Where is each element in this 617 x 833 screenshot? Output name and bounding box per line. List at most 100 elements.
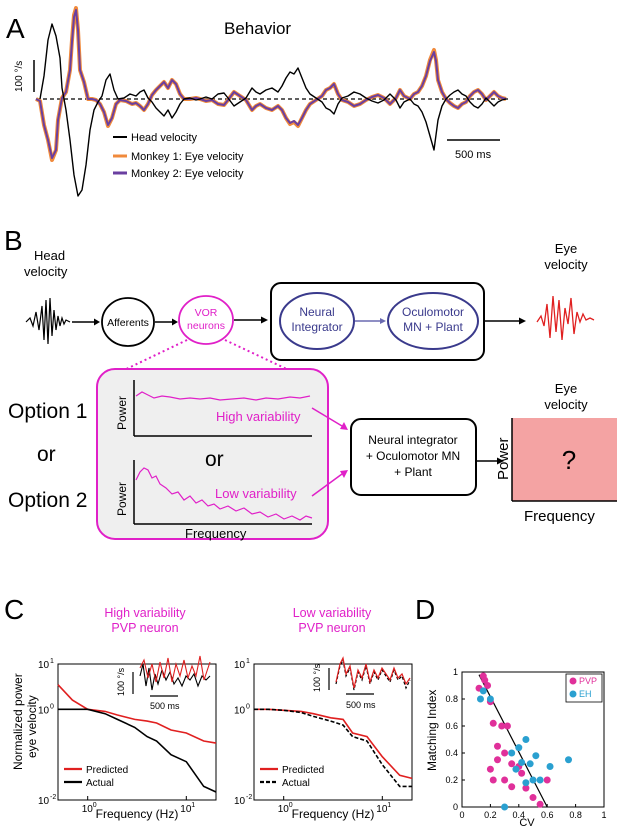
c-right-series-actual [254,708,412,788]
d-point-pvp [508,760,516,768]
right-chart-title-1: Low variability [293,606,372,620]
arrowhead-integrator-to-output [497,457,504,465]
d-point-pvp [498,722,506,730]
d-point-pvp [503,722,511,730]
legend-head-label: Head velocity [131,132,198,144]
d-point-eh [508,749,516,757]
c-right-inset-predicted [335,656,411,689]
oculomotor-label-1: Oculomotor [402,305,464,319]
d-xtick-label: 0.6 [541,810,554,820]
c-right-xtick-exp: 0 [289,802,293,809]
d-legend-eh: EH [579,689,592,699]
c-left-frame [57,663,217,801]
head-velocity-label-1: Head [34,248,65,263]
arrowhead-integrator-to-mn [380,318,386,324]
d-point-pvp [481,676,489,684]
eye-velocity-top-label-1: Eye [555,241,577,256]
d-point-pvp [518,769,526,777]
d-point-pvp [489,776,497,784]
arrowhead-afferents-to-vor [172,318,178,326]
head-velocity-signal [25,297,71,345]
d-point-pvp [494,742,501,750]
panel-a-yscale-label: 100 °/s [14,61,25,92]
panel-b-letter: B [4,225,23,256]
lv-spectrum [135,467,313,521]
d-point-pvp [501,749,509,757]
arrow-lv-to-integrator [311,473,343,497]
c-left-xtick-label: 10 [82,804,94,815]
d-xtick-label: 0.8 [569,810,582,820]
d-point-eh [476,695,484,703]
d-point-eh [565,756,572,764]
c-left-ytick-exp: 0 [50,703,54,710]
c-left-inset-xscale: 500 ms [150,701,180,711]
d-point-pvp [522,784,530,792]
c-left-inset-predicted [139,655,211,683]
hv-label: High variability [216,409,301,424]
d-point-eh [522,779,530,787]
oculomotor-node [387,292,479,350]
d-ytick-label: 0.2 [445,775,458,785]
d-point-eh [529,776,537,784]
d-ytick-label: 0.8 [445,694,458,704]
d-point-pvp [484,682,492,689]
arrowhead-lv-to-integrator [340,470,348,478]
panel-a-letter: A [6,13,25,44]
c-left-series-actual [58,708,217,793]
c-left-ytick-label: 10 [38,660,50,671]
c-right-ytick-exp: 0 [246,703,250,710]
arrowhead-hv-to-integrator [340,422,348,430]
eye-velocity-right-label-1: Eye [555,381,577,396]
c-right-ytick-exp: -2 [246,794,252,801]
c-right-legend-predicted: Predicted [282,765,324,776]
d-ytick-label: 0 [453,802,458,812]
legend-monkey1-label: Monkey 1: Eye velocity [131,151,244,163]
d-ytick-label: 1 [453,667,458,677]
c-right-xtick-exp: 1 [387,802,391,809]
c-left-xtick-exp: 1 [191,802,195,809]
d-ytick-label: 0.4 [445,748,458,758]
c-right-xtick-label: 10 [376,804,388,815]
dotted-connector-left [119,339,188,373]
vor-neurons-node [178,295,234,345]
d-legend-pvp-swatch [569,677,577,685]
d-point-eh [486,695,494,703]
neural-integrator-node [279,292,355,350]
d-point-eh [536,776,544,784]
c-right-xtick-label: 10 [278,804,290,815]
arrow-hv-to-integrator [311,407,343,427]
d-point-pvp [536,800,544,808]
d-point-pvp [543,776,551,784]
c-ylabel-1: Normalized power [11,673,25,770]
vor-neurons-label-2: neurons [187,320,225,332]
d-xtick-label: 0.2 [484,810,497,820]
or-mid-label: or [205,448,224,471]
d-point-eh [515,744,523,752]
integrator-box [350,418,477,496]
d-ylabel: Matching Index [425,690,439,771]
d-xtick-label: 0.4 [513,810,526,820]
legend-monkey2-label: Monkey 2: Eye velocity [131,168,244,180]
panel-a-head-trace [39,23,507,197]
frequency-label: Frequency [185,526,247,541]
c-left-ytick-label: 10 [38,796,50,807]
hv-power-label: Power [115,396,129,430]
c-left-xlabel: Frequency (Hz) [96,807,179,821]
eye-velocity-right-label-2: velocity [544,397,588,412]
d-point-eh [518,758,526,766]
or-left-label: or [37,443,56,466]
d-point-eh [526,760,534,768]
integrator-box-label-2: + Oculomotor MN [366,449,460,463]
options-box [96,368,329,540]
c-ylabel-2: eye velocity [25,695,39,758]
neural-integrator-label-2: Integrator [291,320,342,334]
lv-power-label: Power [115,482,129,516]
c-right-series [254,708,413,788]
lv-label: Low variability [215,486,297,501]
right-chart-title-2: PVP neuron [298,621,365,635]
d-frame [461,671,605,808]
integrator-box-label-1: Neural integrator [368,433,457,447]
afferents-node [101,297,155,347]
